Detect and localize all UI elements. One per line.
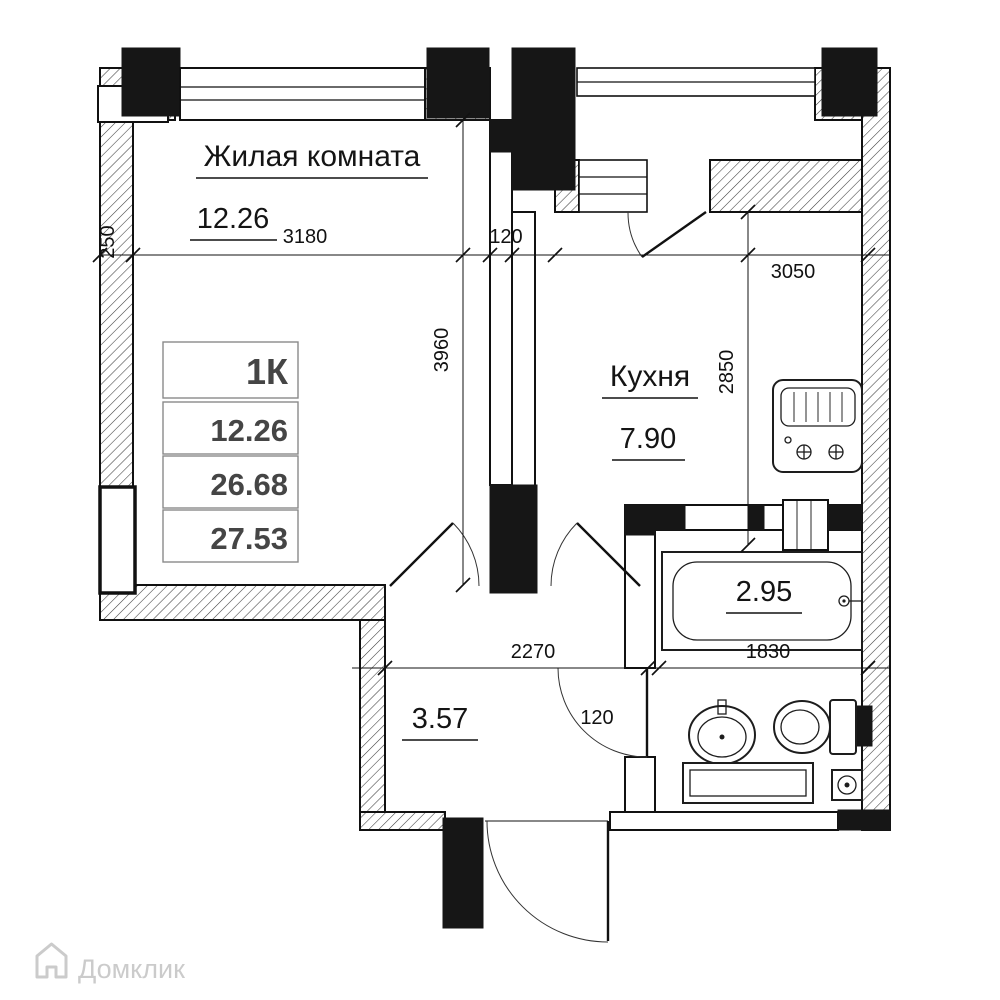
hallway-area: 3.57 [412, 703, 468, 735]
toilet-icon [773, 699, 873, 755]
dim-hall-width: 2270 [511, 641, 556, 663]
bath-cabinet-icon [682, 762, 814, 804]
wall-kitchen-left [511, 211, 536, 506]
wall-hall-left [359, 619, 386, 813]
pier-wall-top [489, 119, 513, 153]
dim-left-wall: 250 [97, 225, 119, 258]
doors [389, 211, 707, 943]
pier-top-right [821, 47, 878, 117]
wall-living-bottom [99, 584, 386, 621]
window-loggia [576, 67, 816, 97]
pier-wall-bottom [489, 484, 538, 594]
kitchen-sink-icon [772, 379, 863, 473]
table-row-total-balcony: 27.53 [210, 521, 288, 556]
watermark: Домклик [35, 942, 185, 984]
wall-kitchen-top-b [709, 159, 863, 213]
pier-shaft-left [747, 504, 765, 531]
dim-kitchen-width: 3050 [771, 261, 816, 283]
duct-shaft [782, 499, 829, 551]
left-wall-block [98, 485, 137, 595]
dim-living-width: 3180 [283, 226, 328, 248]
pier-shaft-right [827, 504, 863, 531]
watermark-house-icon [35, 942, 68, 979]
pier-entry [442, 817, 484, 929]
info-table: 1К 12.26 26.68 27.53 [162, 341, 299, 563]
windows [179, 67, 816, 213]
wall-living-kitchen [489, 119, 513, 486]
apartment-type: 1К [246, 351, 289, 392]
wall-piers [121, 47, 891, 929]
wall-bottom-right [609, 811, 839, 831]
dim-san-width: 1830 [746, 641, 791, 663]
wall-bottom-left [359, 811, 446, 831]
window-kitchen [578, 159, 648, 213]
dimension-lines [92, 112, 890, 676]
wall-bath-left-lower [624, 756, 656, 816]
living-room-area: 12.26 [197, 203, 270, 235]
washbasin-icon [688, 699, 756, 765]
kitchen-area: 7.90 [620, 423, 676, 455]
table-row-total: 26.68 [210, 467, 288, 502]
dim-wall-gap-top: 120 [489, 226, 522, 248]
watermark-brand: Домклик [78, 954, 185, 984]
bathroom-door [557, 667, 649, 758]
pier-top-left [121, 47, 181, 117]
room-labels: Жилая комната 12.26 Кухня 7.90 2.95 3.57 [190, 140, 802, 741]
dim-kitchen-height: 2850 [716, 350, 738, 395]
bathtub-icon [661, 551, 863, 651]
living-door-right [550, 522, 641, 587]
column-top-center [511, 47, 576, 191]
balcony-door [627, 211, 707, 258]
pier-bath-corner-a [624, 504, 656, 536]
fixtures [661, 379, 873, 804]
entry-door [485, 820, 610, 943]
dim-door-wall: 120 [580, 707, 613, 729]
living-room-name: Жилая комната [204, 140, 421, 173]
pier-bath-corner-b [654, 504, 686, 531]
pier-top-mid [426, 47, 490, 119]
dimension-labels: 250 3180 120 3050 3960 2850 2270 1830 12… [97, 225, 815, 729]
pier-bottom-right [837, 809, 891, 831]
kitchen-name: Кухня [610, 360, 690, 393]
floor-drain-icon [831, 769, 863, 801]
table-row-living: 12.26 [210, 413, 288, 448]
dim-living-height: 3960 [431, 328, 453, 373]
bathroom-area: 2.95 [736, 576, 792, 608]
window-living [179, 67, 426, 121]
living-door-left [389, 522, 480, 587]
